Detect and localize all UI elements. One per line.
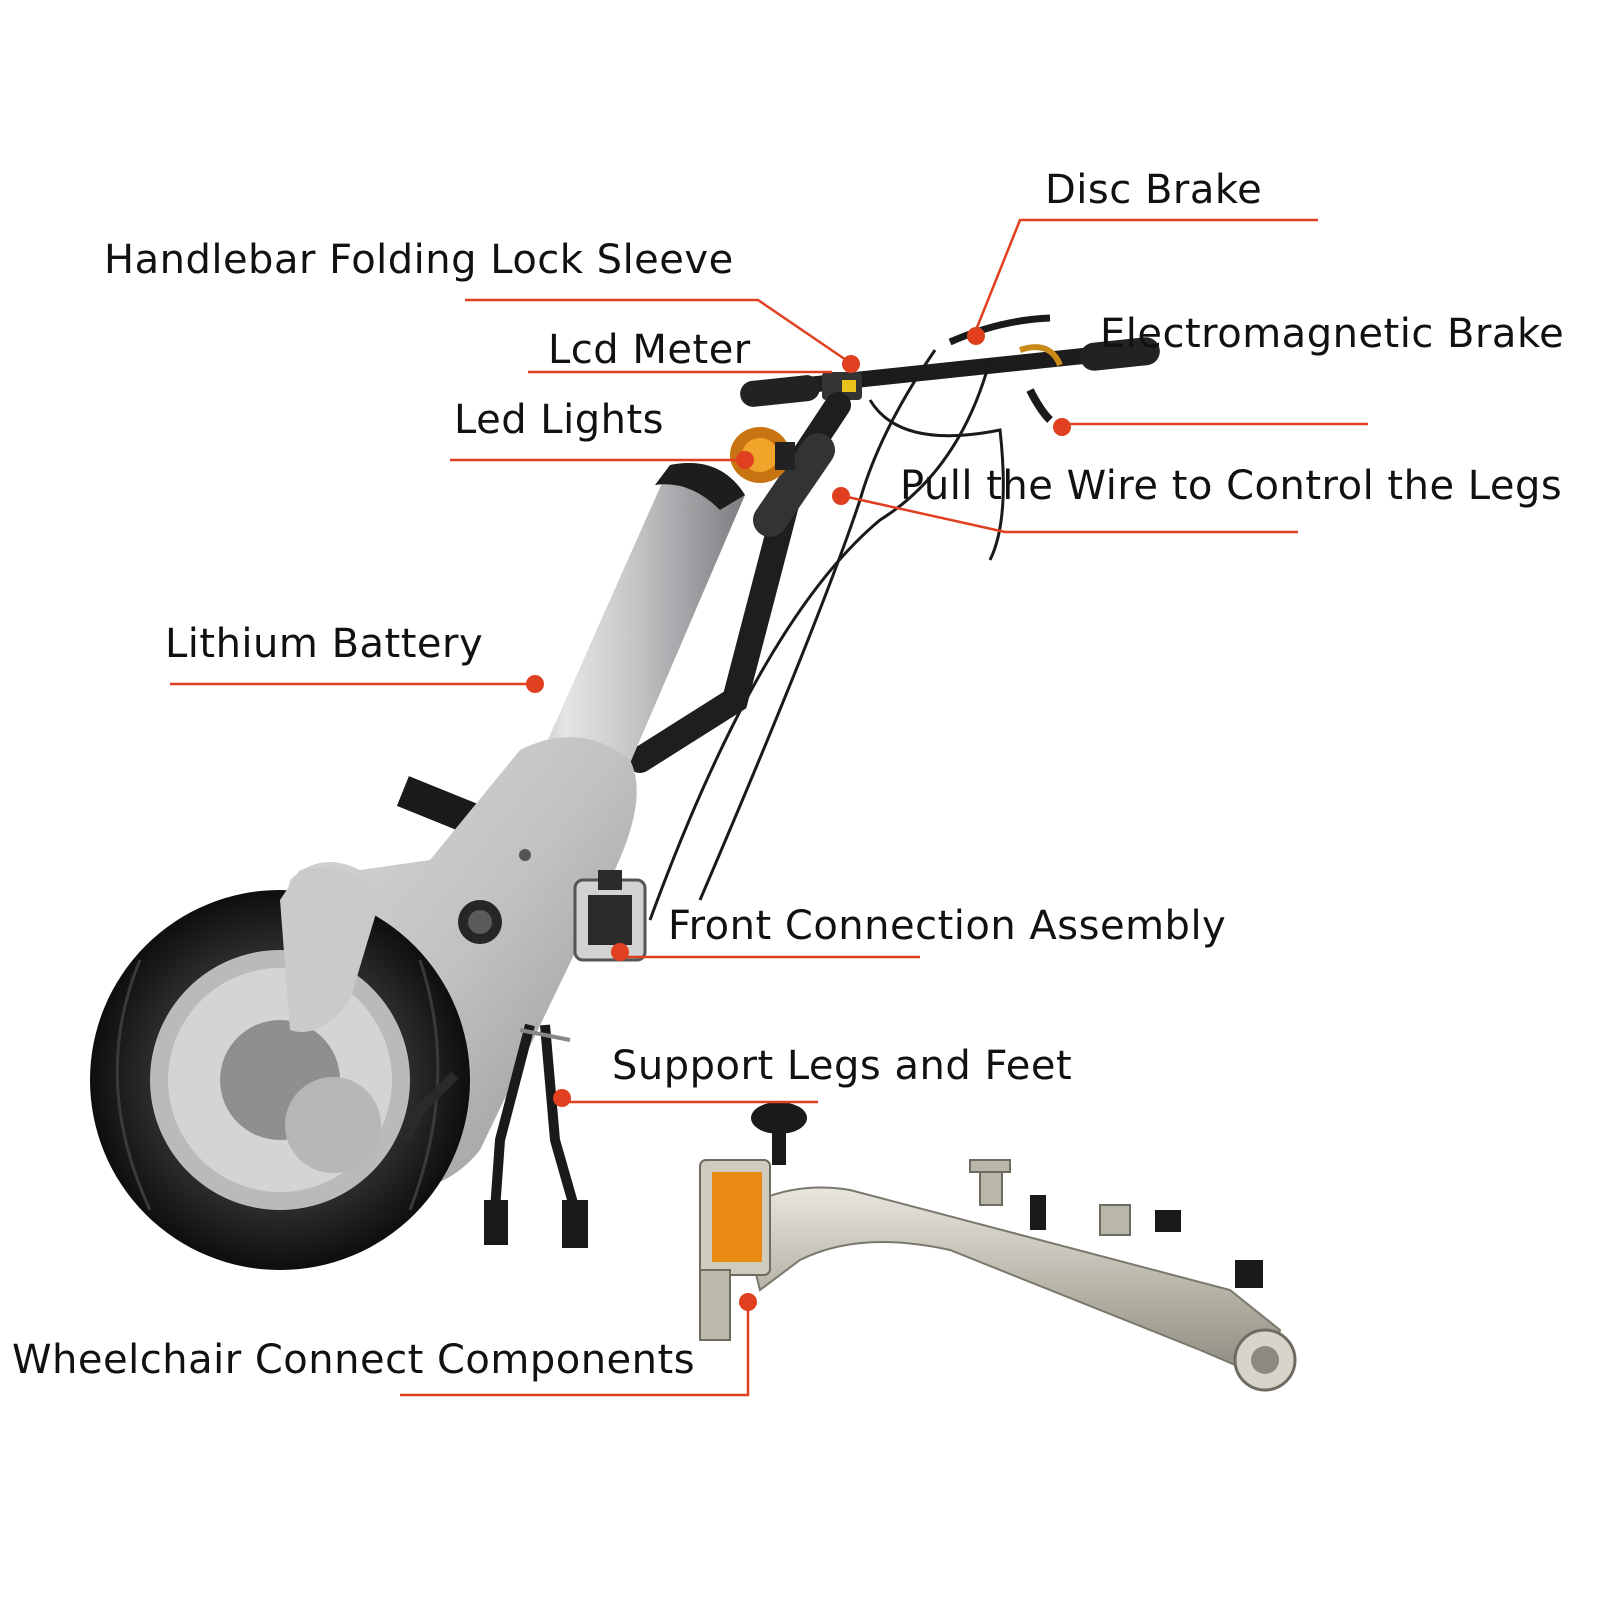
front-wheel bbox=[90, 890, 470, 1270]
label-wheelchair-connect-components: Wheelchair Connect Components bbox=[12, 1337, 696, 1383]
label-front-connection-assembly: Front Connection Assembly bbox=[668, 903, 1227, 949]
dot-wheelchair-connect-components bbox=[739, 1293, 757, 1311]
label-electromagnetic-brake: Electromagnetic Brake bbox=[1100, 311, 1565, 357]
dot-support-legs-and-feet bbox=[553, 1089, 571, 1107]
leader-handlebar-folding-lock-sleeve bbox=[465, 298, 850, 364]
leader-pull-the-wire bbox=[842, 494, 1298, 534]
wheelchair-connect-arm bbox=[699, 1102, 1297, 1392]
label-disc-brake: Disc Brake bbox=[1045, 167, 1263, 213]
label-lcd-meter: Lcd Meter bbox=[548, 327, 751, 373]
dot-disc-brake bbox=[967, 327, 985, 345]
dot-handlebar-folding-lock-sleeve bbox=[842, 355, 860, 373]
leader-lines bbox=[170, 218, 1368, 1397]
label-support-legs-and-feet: Support Legs and Feet bbox=[612, 1043, 1073, 1089]
leader-disc-brake bbox=[974, 218, 1318, 331]
dot-led-lights bbox=[736, 451, 754, 469]
front-connection-clamp bbox=[573, 870, 647, 962]
label-handlebar-folding-lock-sleeve: Handlebar Folding Lock Sleeve bbox=[104, 237, 734, 283]
callout-dots bbox=[526, 327, 1071, 1311]
dot-pull-the-wire bbox=[832, 487, 850, 505]
leader-wheelchair-connect-components bbox=[400, 1305, 750, 1397]
cables bbox=[648, 349, 1005, 921]
handlebar bbox=[740, 314, 1160, 423]
label-pull-the-wire: Pull the Wire to Control the Legs bbox=[900, 463, 1563, 509]
support-legs bbox=[400, 1023, 588, 1248]
steering-column bbox=[627, 392, 851, 773]
label-led-lights: Led Lights bbox=[454, 397, 664, 443]
dot-lithium-battery bbox=[526, 675, 544, 693]
motor-housing-front bbox=[280, 868, 381, 1173]
label-lithium-battery: Lithium Battery bbox=[165, 621, 484, 667]
dot-front-connection-assembly bbox=[611, 943, 629, 961]
dot-electromagnetic-brake bbox=[1053, 418, 1071, 436]
